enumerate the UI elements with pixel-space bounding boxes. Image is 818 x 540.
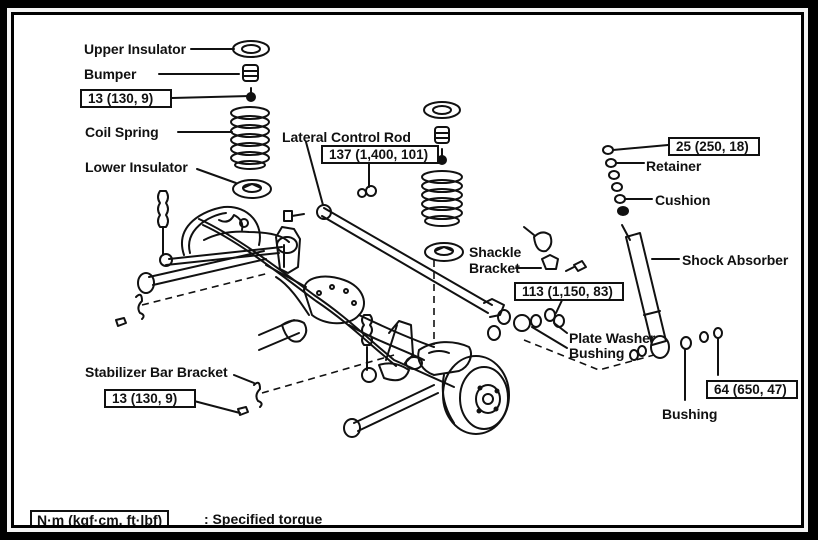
lower-insulator-center — [424, 242, 464, 262]
dashed-line-stabilizer-lower — [261, 354, 395, 394]
dashed-line-stabilizer-upper — [141, 272, 270, 306]
label-bushing-right: Bushing — [662, 406, 718, 422]
label-bumper: Bumper — [84, 66, 137, 82]
leader-stabilizer-bracket — [233, 374, 255, 384]
lower-insulator-left — [232, 179, 272, 199]
label-lower-insulator: Lower Insulator — [85, 159, 188, 175]
label-plate-washer: Plate Washer — [569, 330, 656, 346]
label-bracket: Bracket — [469, 260, 520, 276]
torque-box-shock-lower-nut: 64 (650, 47) — [706, 380, 798, 399]
right-brake-drum — [441, 355, 510, 435]
legend-description: : Specified torque — [204, 511, 323, 525]
stabilizer-bar-bracket-part — [237, 381, 263, 416]
shackle-bolt — [565, 260, 587, 272]
upper-insulator-center — [423, 101, 461, 119]
left-shock-absorber — [157, 190, 173, 267]
suspension-illustration — [115, 40, 723, 438]
upper-insulator-left — [232, 40, 270, 58]
differential-housing — [265, 264, 435, 361]
torque-box-bumper-bolt: 13 (130, 9) — [80, 89, 172, 108]
leader-bushing-center — [531, 326, 568, 349]
label-lateral-control-rod: Lateral Control Rod — [282, 129, 411, 145]
label-bushing-center: Bushing — [569, 345, 625, 361]
right-lower-control-arm — [343, 384, 439, 438]
shackle-bracket — [515, 226, 559, 270]
torque-box-stabilizer-bar-bracket: 13 (130, 9) — [104, 389, 196, 408]
bumper-left — [242, 64, 259, 82]
propeller-shaft — [258, 319, 308, 351]
diagram-canvas: Upper Insulator Bumper 13 (130, 9) Coil … — [14, 15, 801, 525]
bolt-left-top — [283, 210, 305, 222]
leader-torque-bumper — [171, 95, 251, 99]
coil-spring-center — [421, 170, 463, 227]
leader-torque-stabilizer — [193, 400, 241, 414]
label-upper-insulator: Upper Insulator — [84, 41, 186, 57]
leader-lower-insulator — [196, 168, 237, 184]
right-axle-housing — [405, 341, 472, 376]
torque-box-lateral-control-rod: 137 (1,400, 101) — [321, 145, 439, 164]
left-brake-drum — [181, 205, 290, 256]
bushing-center-parts — [487, 325, 501, 341]
bolt-center — [437, 148, 447, 165]
leader-lateral-rod — [305, 141, 324, 206]
dashed-line-shock-lower — [523, 339, 655, 371]
bumper-bolt-left — [246, 87, 256, 102]
torque-box-shackle-bracket: 113 (1,150, 83) — [514, 282, 624, 301]
lateral-control-rod — [316, 204, 542, 332]
bumper-center — [434, 126, 450, 144]
shock-upper-stack — [602, 145, 629, 216]
center-shock-absorber — [361, 314, 377, 383]
label-coil-spring: Coil Spring — [85, 124, 159, 140]
label-shock-absorber: Shock Absorber — [682, 252, 789, 268]
right-shock-absorber — [621, 224, 670, 359]
left-lower-control-arm — [137, 236, 298, 294]
torque-box-shock-upper-nut: 25 (250, 18) — [668, 137, 760, 156]
legend-unit-box: N·m (kgf·cm, ft·lbf) — [30, 510, 170, 525]
label-retainer: Retainer — [646, 158, 702, 174]
leader-torque-shock-upper — [612, 144, 669, 151]
lateral-rod-nuts — [357, 185, 377, 198]
coil-spring-left — [230, 106, 270, 170]
label-shackle: Shackle — [469, 244, 522, 260]
stabilizer-bar — [198, 218, 455, 388]
label-cushion: Cushion — [655, 192, 711, 208]
leader-plate-washer — [553, 322, 568, 334]
stabilizer-bracket-upper — [115, 293, 145, 327]
label-stabilizer-bar-bracket: Stabilizer Bar Bracket — [85, 364, 228, 380]
